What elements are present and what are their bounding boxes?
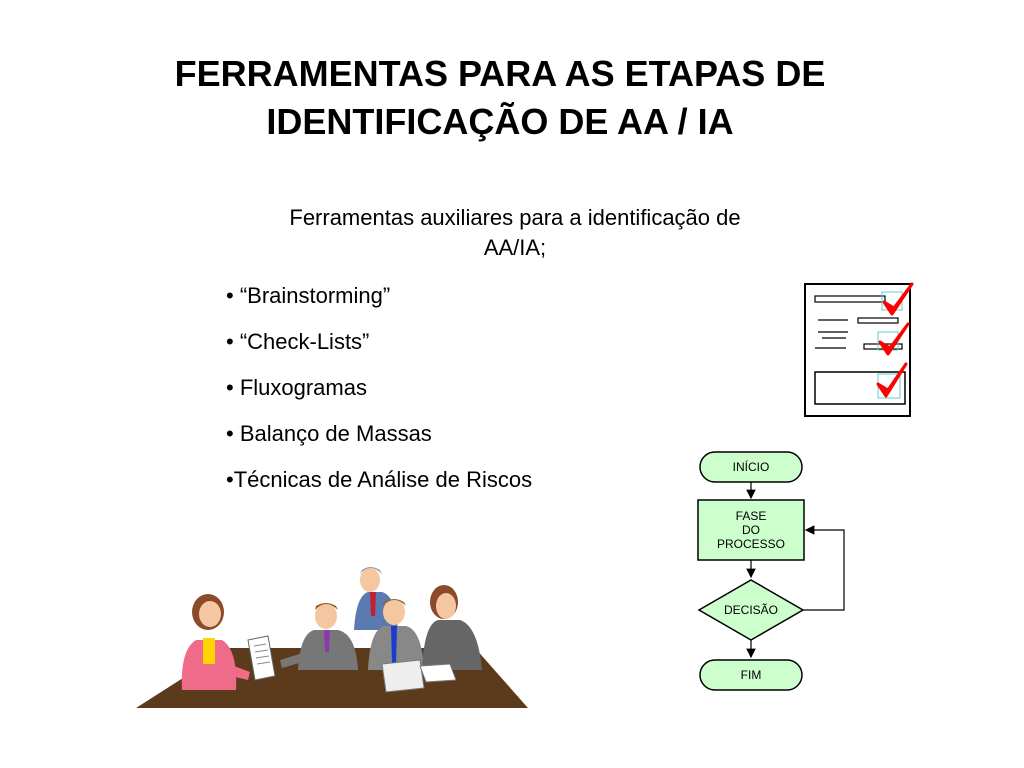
- document-icon: [247, 635, 276, 681]
- flowchart-decision-label: DECISÃO: [724, 603, 778, 617]
- tools-list: • “Brainstorming” • “Check-Lists” • Flux…: [226, 282, 532, 512]
- slide-subtitle: Ferramentas auxiliares para a identifica…: [240, 203, 790, 263]
- title-line-2: IDENTIFICAÇÃO DE AA / IA: [266, 101, 734, 142]
- checklist-icon: [804, 282, 914, 417]
- person-man-right-icon: [422, 585, 482, 670]
- check-mark-icon: [876, 362, 908, 398]
- flowchart-diagram: INÍCIO FASE DO PROCESSO DECISÃO FIM: [697, 451, 845, 691]
- slide-title: FERRAMENTAS PARA AS ETAPAS DE IDENTIFICA…: [100, 50, 900, 146]
- check-mark-icon: [882, 282, 914, 316]
- flowchart-process-line-2: DO: [742, 523, 760, 537]
- flowchart-start-label: INÍCIO: [733, 459, 770, 474]
- list-item: • “Brainstorming”: [226, 283, 391, 308]
- paper-icon: [419, 663, 457, 683]
- subtitle-line-2: AA/IA;: [483, 235, 547, 260]
- check-mark-icon: [878, 322, 910, 356]
- list-item: • “Check-Lists”: [226, 329, 370, 354]
- flowchart-process-line-3: PROCESSO: [717, 537, 785, 551]
- list-item: • Balanço de Massas: [226, 421, 432, 446]
- flowchart-end-label: FIM: [741, 668, 762, 682]
- person-woman-icon: [181, 594, 250, 690]
- title-line-1: FERRAMENTAS PARA AS ETAPAS DE: [174, 53, 826, 94]
- flowchart-process-line-1: FASE: [736, 509, 767, 523]
- flowchart-end-node: [699, 659, 803, 691]
- person-man-blue-tie-icon: [368, 599, 424, 670]
- person-man-icon: [280, 603, 358, 670]
- list-item: •Técnicas de Análise de Riscos: [226, 467, 533, 492]
- paper-icon: [381, 659, 425, 693]
- meeting-illustration: [136, 567, 528, 708]
- subtitle-line-1: Ferramentas auxiliares para a identifica…: [289, 205, 741, 230]
- list-item: • Fluxogramas: [226, 375, 367, 400]
